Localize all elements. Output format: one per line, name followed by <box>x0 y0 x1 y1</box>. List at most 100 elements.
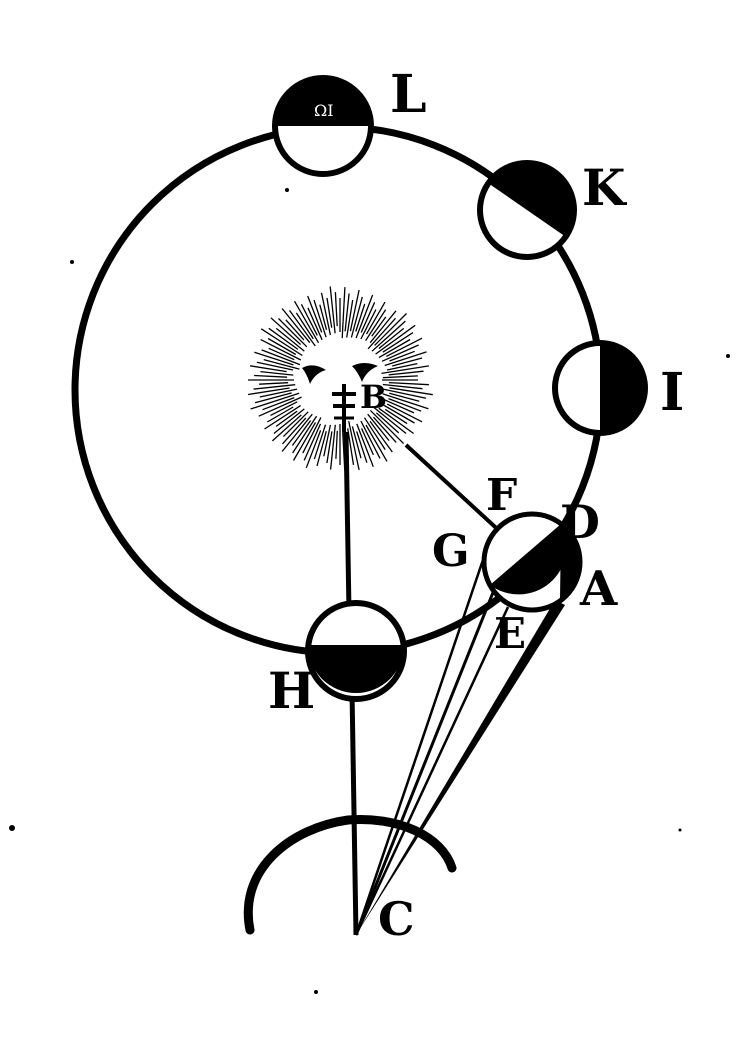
sun-ray <box>303 423 322 461</box>
sun-ray <box>261 349 301 366</box>
sun-ray <box>350 296 363 338</box>
ink-specks <box>9 188 730 994</box>
sun-ray <box>367 317 396 350</box>
moon-h <box>305 600 407 702</box>
sun-ray <box>319 304 328 330</box>
moon-k <box>477 160 577 260</box>
sun-ray <box>275 410 298 427</box>
sun-ray <box>254 351 294 366</box>
sun-ray <box>356 423 374 468</box>
sun-ray <box>389 392 420 402</box>
sun-ray <box>348 420 360 471</box>
sun-ray <box>384 408 408 425</box>
sun-ray <box>260 370 294 376</box>
sun-ray <box>268 327 299 350</box>
sun-ray <box>281 413 313 452</box>
sun-ray <box>381 344 419 362</box>
sun-ray <box>270 317 302 345</box>
sun-face <box>302 363 378 432</box>
earth-arc <box>243 814 457 935</box>
sun-ray <box>292 422 317 461</box>
sun-ray <box>268 347 295 361</box>
sun-ray <box>380 402 415 424</box>
sun-ray <box>313 424 327 460</box>
sun-ray <box>384 351 427 367</box>
sun-ray <box>285 319 305 341</box>
label-d: D <box>560 495 600 549</box>
sun-ray <box>386 337 423 357</box>
sun-ray <box>382 375 418 379</box>
sun-ray <box>347 428 355 466</box>
sun-ray <box>307 307 323 341</box>
sight-lines <box>349 547 565 936</box>
sun-ray <box>300 304 318 336</box>
sun-ray <box>262 396 295 411</box>
sun-ray <box>305 430 322 469</box>
sun-ray <box>295 312 314 340</box>
sun-ray <box>369 420 393 453</box>
sun-ray <box>378 407 414 435</box>
svg-text:ΩI: ΩI <box>314 101 334 120</box>
line-sun-to-h <box>343 431 352 613</box>
label-e: E <box>494 609 526 658</box>
sun-ray <box>250 392 300 410</box>
sun-ray <box>367 413 390 442</box>
sun-ray <box>334 292 338 327</box>
label-f: F <box>486 470 517 521</box>
sun-ray <box>355 294 374 339</box>
sun-ray <box>263 358 300 370</box>
sun-ray <box>335 430 338 459</box>
sun-ray <box>293 300 320 344</box>
sun-ray <box>375 324 416 355</box>
sun-ray <box>381 398 415 414</box>
label-g: G <box>432 526 470 577</box>
sun-ray <box>388 397 422 412</box>
sun-ray <box>316 431 327 467</box>
sun-ray <box>375 412 400 434</box>
label-c: C <box>378 892 415 946</box>
sun-ray <box>361 428 374 456</box>
sun-ray <box>326 431 333 464</box>
sun-ray <box>259 388 298 398</box>
sun-ray <box>253 384 296 390</box>
sun-ray <box>267 337 297 356</box>
sun-ray <box>270 401 298 416</box>
sun-ray <box>351 426 362 459</box>
sun-ray <box>271 414 302 442</box>
sun-ray <box>341 287 346 339</box>
sun-ray <box>349 289 360 332</box>
sun-ray <box>273 408 305 435</box>
sun-ray <box>388 381 429 386</box>
sun-ray <box>389 387 433 396</box>
sun-ray <box>288 310 316 347</box>
sun-ray <box>326 297 333 328</box>
sun-ray <box>313 299 327 338</box>
sun-ray <box>254 374 288 378</box>
sun-ray <box>378 338 411 359</box>
sun-ray <box>389 350 415 362</box>
label-h: H <box>268 661 315 720</box>
sun-ray <box>386 362 418 371</box>
sun-ray <box>378 327 405 350</box>
sun-ray <box>382 393 429 410</box>
sun-ray <box>388 370 424 376</box>
label-a: A <box>579 561 618 617</box>
sun-ray <box>254 392 292 404</box>
sun-ray <box>392 357 423 367</box>
sun-ray <box>281 308 311 344</box>
sun-ray <box>275 327 305 352</box>
sun-ray <box>371 316 387 337</box>
sun-ray <box>247 387 290 396</box>
sun-ray <box>329 424 336 470</box>
sun-ray <box>386 403 423 423</box>
sun-ray <box>381 365 430 375</box>
sun-ray <box>282 411 309 438</box>
sun-ray <box>360 309 377 340</box>
moon-a <box>481 511 583 613</box>
sun-ray <box>382 332 414 353</box>
sun-ray <box>365 424 388 462</box>
sun-ray <box>329 286 336 334</box>
sun-ray <box>382 388 427 399</box>
